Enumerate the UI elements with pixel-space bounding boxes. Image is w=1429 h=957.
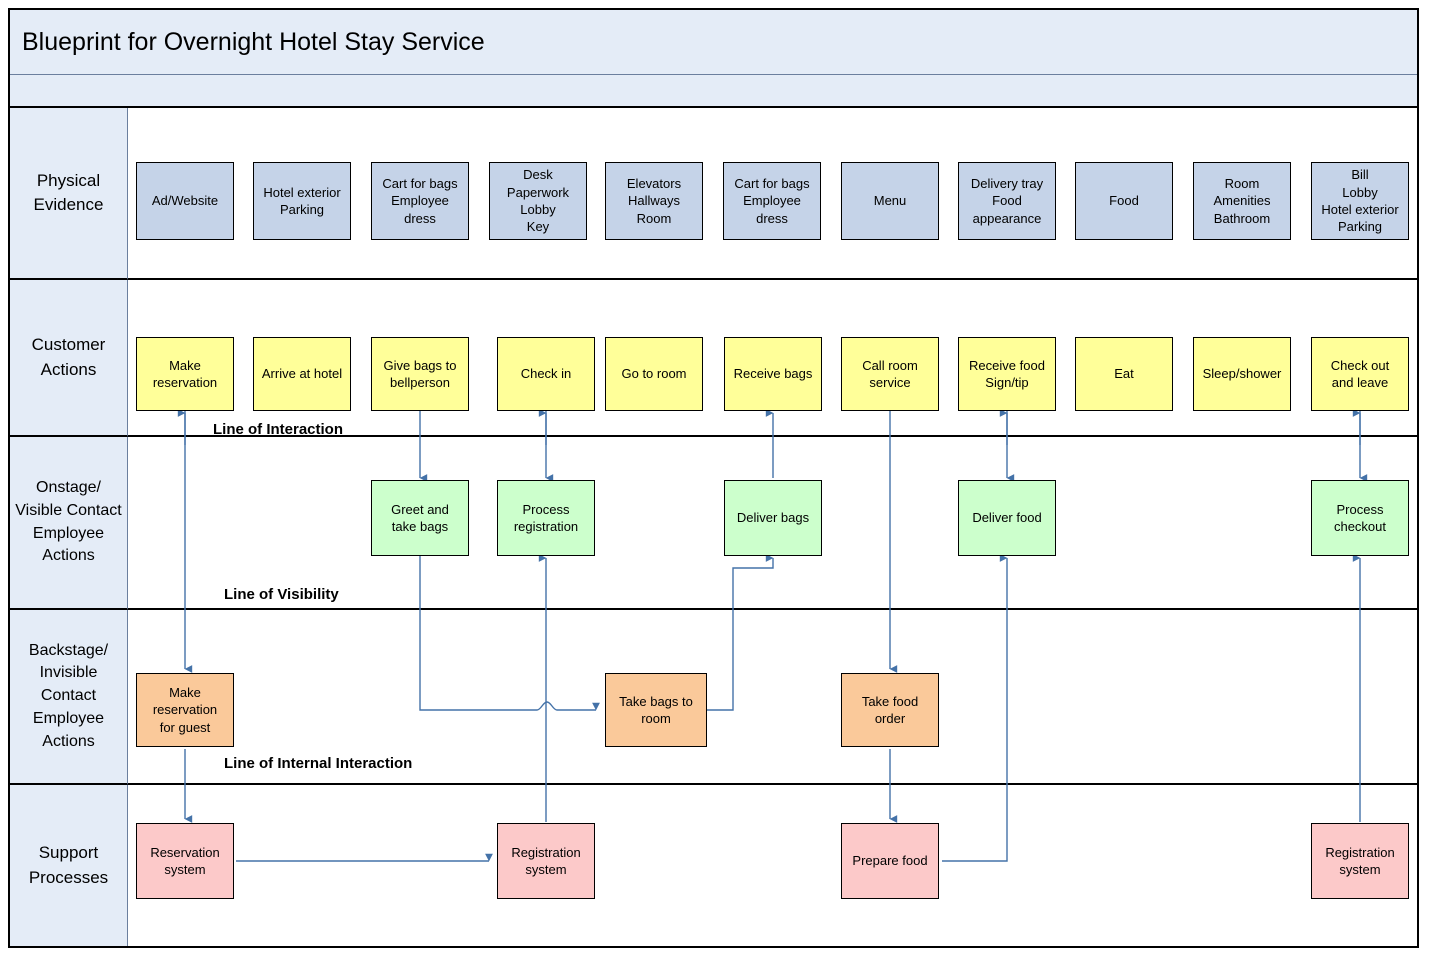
customer-action-node[interactable]: Make reservation [136, 337, 234, 411]
backstage-action-node[interactable]: Take food order [841, 673, 939, 747]
customer-action-node[interactable]: Go to room [605, 337, 703, 411]
title-band: Blueprint for Overnight Hotel Stay Servi… [10, 10, 1417, 75]
customer-action-node[interactable]: Receive bags [724, 337, 822, 411]
caption-line-of-interaction: Line of Interaction [213, 421, 344, 438]
physical-evidence-node[interactable]: Hotel exterior Parking [253, 162, 351, 240]
customer-action-node[interactable]: Give bags to bellperson [371, 337, 469, 411]
support-process-node[interactable]: Reservation system [136, 823, 234, 899]
physical-evidence-node[interactable]: Ad/Website [136, 162, 234, 240]
page-title: Blueprint for Overnight Hotel Stay Servi… [22, 27, 485, 56]
subtitle-band [10, 75, 1417, 108]
physical-evidence-node[interactable]: Food [1075, 162, 1173, 240]
physical-evidence-node[interactable]: Room Amenities Bathroom [1193, 162, 1291, 240]
lane-label-customer-actions: Customer Actions [10, 280, 128, 437]
lane-label-support-processes: Support Processes [10, 785, 128, 946]
physical-evidence-node[interactable]: Desk Paperwork Lobby Key [489, 162, 587, 240]
caption-line-of-internal-interaction: Line of Internal Interaction [224, 755, 413, 772]
customer-action-node[interactable]: Check out and leave [1311, 337, 1409, 411]
customer-action-node[interactable]: Check in [497, 337, 595, 411]
physical-evidence-node[interactable]: Cart for bags Employee dress [371, 162, 469, 240]
onstage-action-node[interactable]: Deliver bags [724, 480, 822, 556]
support-process-node[interactable]: Registration system [497, 823, 595, 899]
physical-evidence-node[interactable]: Delivery tray Food appearance [958, 162, 1056, 240]
lane-label-backstage: Backstage/ Invisible Contact Employee Ac… [10, 610, 128, 785]
onstage-action-node[interactable]: Process checkout [1311, 480, 1409, 556]
physical-evidence-node[interactable]: Elevators Hallways Room [605, 162, 703, 240]
customer-action-node[interactable]: Call room service [841, 337, 939, 411]
onstage-action-node[interactable]: Deliver food [958, 480, 1056, 556]
customer-action-node[interactable]: Arrive at hotel [253, 337, 351, 411]
customer-action-node[interactable]: Receive food Sign/tip [958, 337, 1056, 411]
onstage-action-node[interactable]: Greet and take bags [371, 480, 469, 556]
backstage-action-node[interactable]: Make reservation for guest [136, 673, 234, 747]
physical-evidence-node[interactable]: Bill Lobby Hotel exterior Parking [1311, 162, 1409, 240]
caption-line-of-visibility: Line of Visibility [224, 586, 339, 603]
lane-label-physical-evidence: Physical Evidence [10, 108, 128, 280]
onstage-action-node[interactable]: Process registration [497, 480, 595, 556]
customer-action-node[interactable]: Eat [1075, 337, 1173, 411]
physical-evidence-node[interactable]: Cart for bags Employee dress [723, 162, 821, 240]
support-process-node[interactable]: Registration system [1311, 823, 1409, 899]
customer-action-node[interactable]: Sleep/shower [1193, 337, 1291, 411]
lane-label-onstage: Onstage/ Visible Contact Employee Action… [10, 437, 128, 610]
backstage-action-node[interactable]: Take bags to room [605, 673, 707, 747]
support-process-node[interactable]: Prepare food [841, 823, 939, 899]
lane-body-support-processes [128, 785, 1417, 946]
physical-evidence-node[interactable]: Menu [841, 162, 939, 240]
